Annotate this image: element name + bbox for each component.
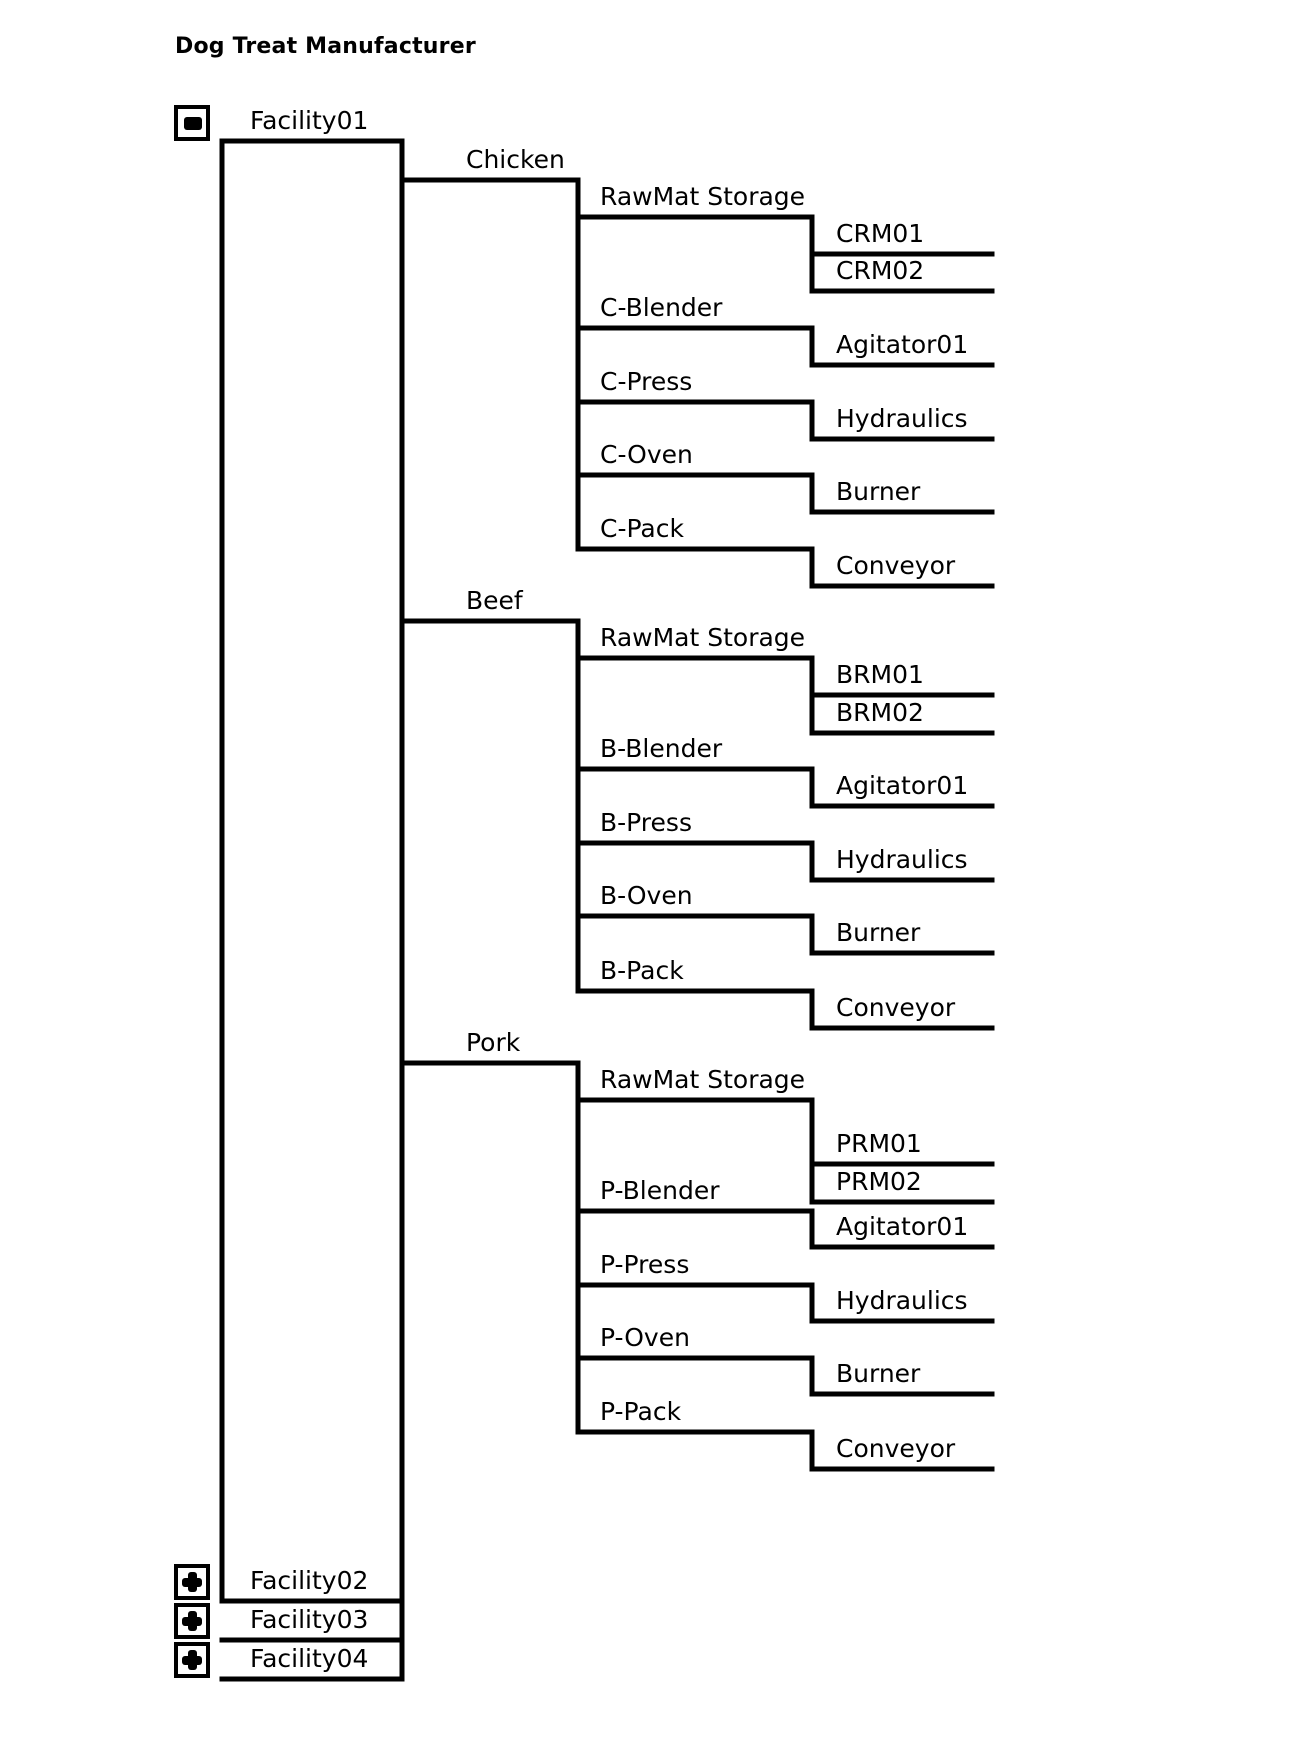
- node-label-process-p-oven[interactable]: P-Oven: [600, 1323, 690, 1352]
- node-label-process-rawmat-storage[interactable]: RawMat Storage: [600, 182, 806, 211]
- node-label-process-b-press[interactable]: B-Press: [600, 808, 692, 837]
- node-label-equipment-brm02[interactable]: BRM02: [836, 698, 924, 727]
- node-label-product-chicken[interactable]: Chicken: [466, 145, 565, 174]
- node-label-equipment-conveyor[interactable]: Conveyor: [836, 1434, 956, 1463]
- node-label-process-b-oven[interactable]: B-Oven: [600, 881, 693, 910]
- node-label-product-pork[interactable]: Pork: [466, 1028, 521, 1057]
- node-label-equipment-crm02[interactable]: CRM02: [836, 256, 925, 285]
- expanded-node-icon[interactable]: [174, 105, 210, 141]
- plus-square-glyph: [182, 1611, 202, 1631]
- node-label-process-p-press[interactable]: P-Press: [600, 1250, 690, 1279]
- node-label-equipment-agitator01[interactable]: Agitator01: [836, 1212, 969, 1241]
- node-label-process-c-pack[interactable]: C-Pack: [600, 514, 684, 543]
- node-label-equipment-hydraulics[interactable]: Hydraulics: [836, 404, 968, 433]
- node-label-facility02[interactable]: Facility02: [250, 1566, 369, 1595]
- node-label-equipment-burner[interactable]: Burner: [836, 918, 921, 947]
- node-label-equipment-conveyor[interactable]: Conveyor: [836, 551, 956, 580]
- node-label-process-p-pack[interactable]: P-Pack: [600, 1397, 682, 1426]
- node-label-product-beef[interactable]: Beef: [466, 586, 523, 615]
- minus-square-glyph: [184, 117, 202, 130]
- node-label-equipment-burner[interactable]: Burner: [836, 477, 921, 506]
- node-label-equipment-prm01[interactable]: PRM01: [836, 1129, 922, 1158]
- node-label-equipment-agitator01[interactable]: Agitator01: [836, 330, 969, 359]
- node-label-process-c-press[interactable]: C-Press: [600, 367, 693, 396]
- node-label-process-rawmat-storage[interactable]: RawMat Storage: [600, 623, 806, 652]
- node-label-equipment-crm01[interactable]: CRM01: [836, 219, 925, 248]
- node-label-process-b-pack[interactable]: B-Pack: [600, 956, 684, 985]
- node-label-process-rawmat-storage[interactable]: RawMat Storage: [600, 1065, 806, 1094]
- collapsed-node-icon[interactable]: [174, 1564, 210, 1600]
- node-label-facility03[interactable]: Facility03: [250, 1605, 369, 1634]
- node-label-equipment-hydraulics[interactable]: Hydraulics: [836, 1286, 968, 1315]
- node-label-equipment-burner[interactable]: Burner: [836, 1359, 921, 1388]
- node-label-process-p-blender[interactable]: P-Blender: [600, 1176, 720, 1205]
- node-label-equipment-conveyor[interactable]: Conveyor: [836, 993, 956, 1022]
- plus-square-glyph: [182, 1650, 202, 1670]
- node-label-facility01[interactable]: Facility01: [250, 106, 369, 135]
- node-label-process-c-blender[interactable]: C-Blender: [600, 293, 723, 322]
- node-label-equipment-agitator01[interactable]: Agitator01: [836, 771, 969, 800]
- page-title: Dog Treat Manufacturer: [175, 34, 476, 59]
- node-label-equipment-prm02[interactable]: PRM02: [836, 1167, 922, 1196]
- node-label-process-b-blender[interactable]: B-Blender: [600, 734, 723, 763]
- node-label-process-c-oven[interactable]: C-Oven: [600, 440, 693, 469]
- plus-square-glyph: [182, 1572, 202, 1592]
- node-label-equipment-brm01[interactable]: BRM01: [836, 660, 924, 689]
- collapsed-node-icon[interactable]: [174, 1642, 210, 1678]
- node-label-facility04[interactable]: Facility04: [250, 1644, 369, 1673]
- collapsed-node-icon[interactable]: [174, 1603, 210, 1639]
- node-label-equipment-hydraulics[interactable]: Hydraulics: [836, 845, 968, 874]
